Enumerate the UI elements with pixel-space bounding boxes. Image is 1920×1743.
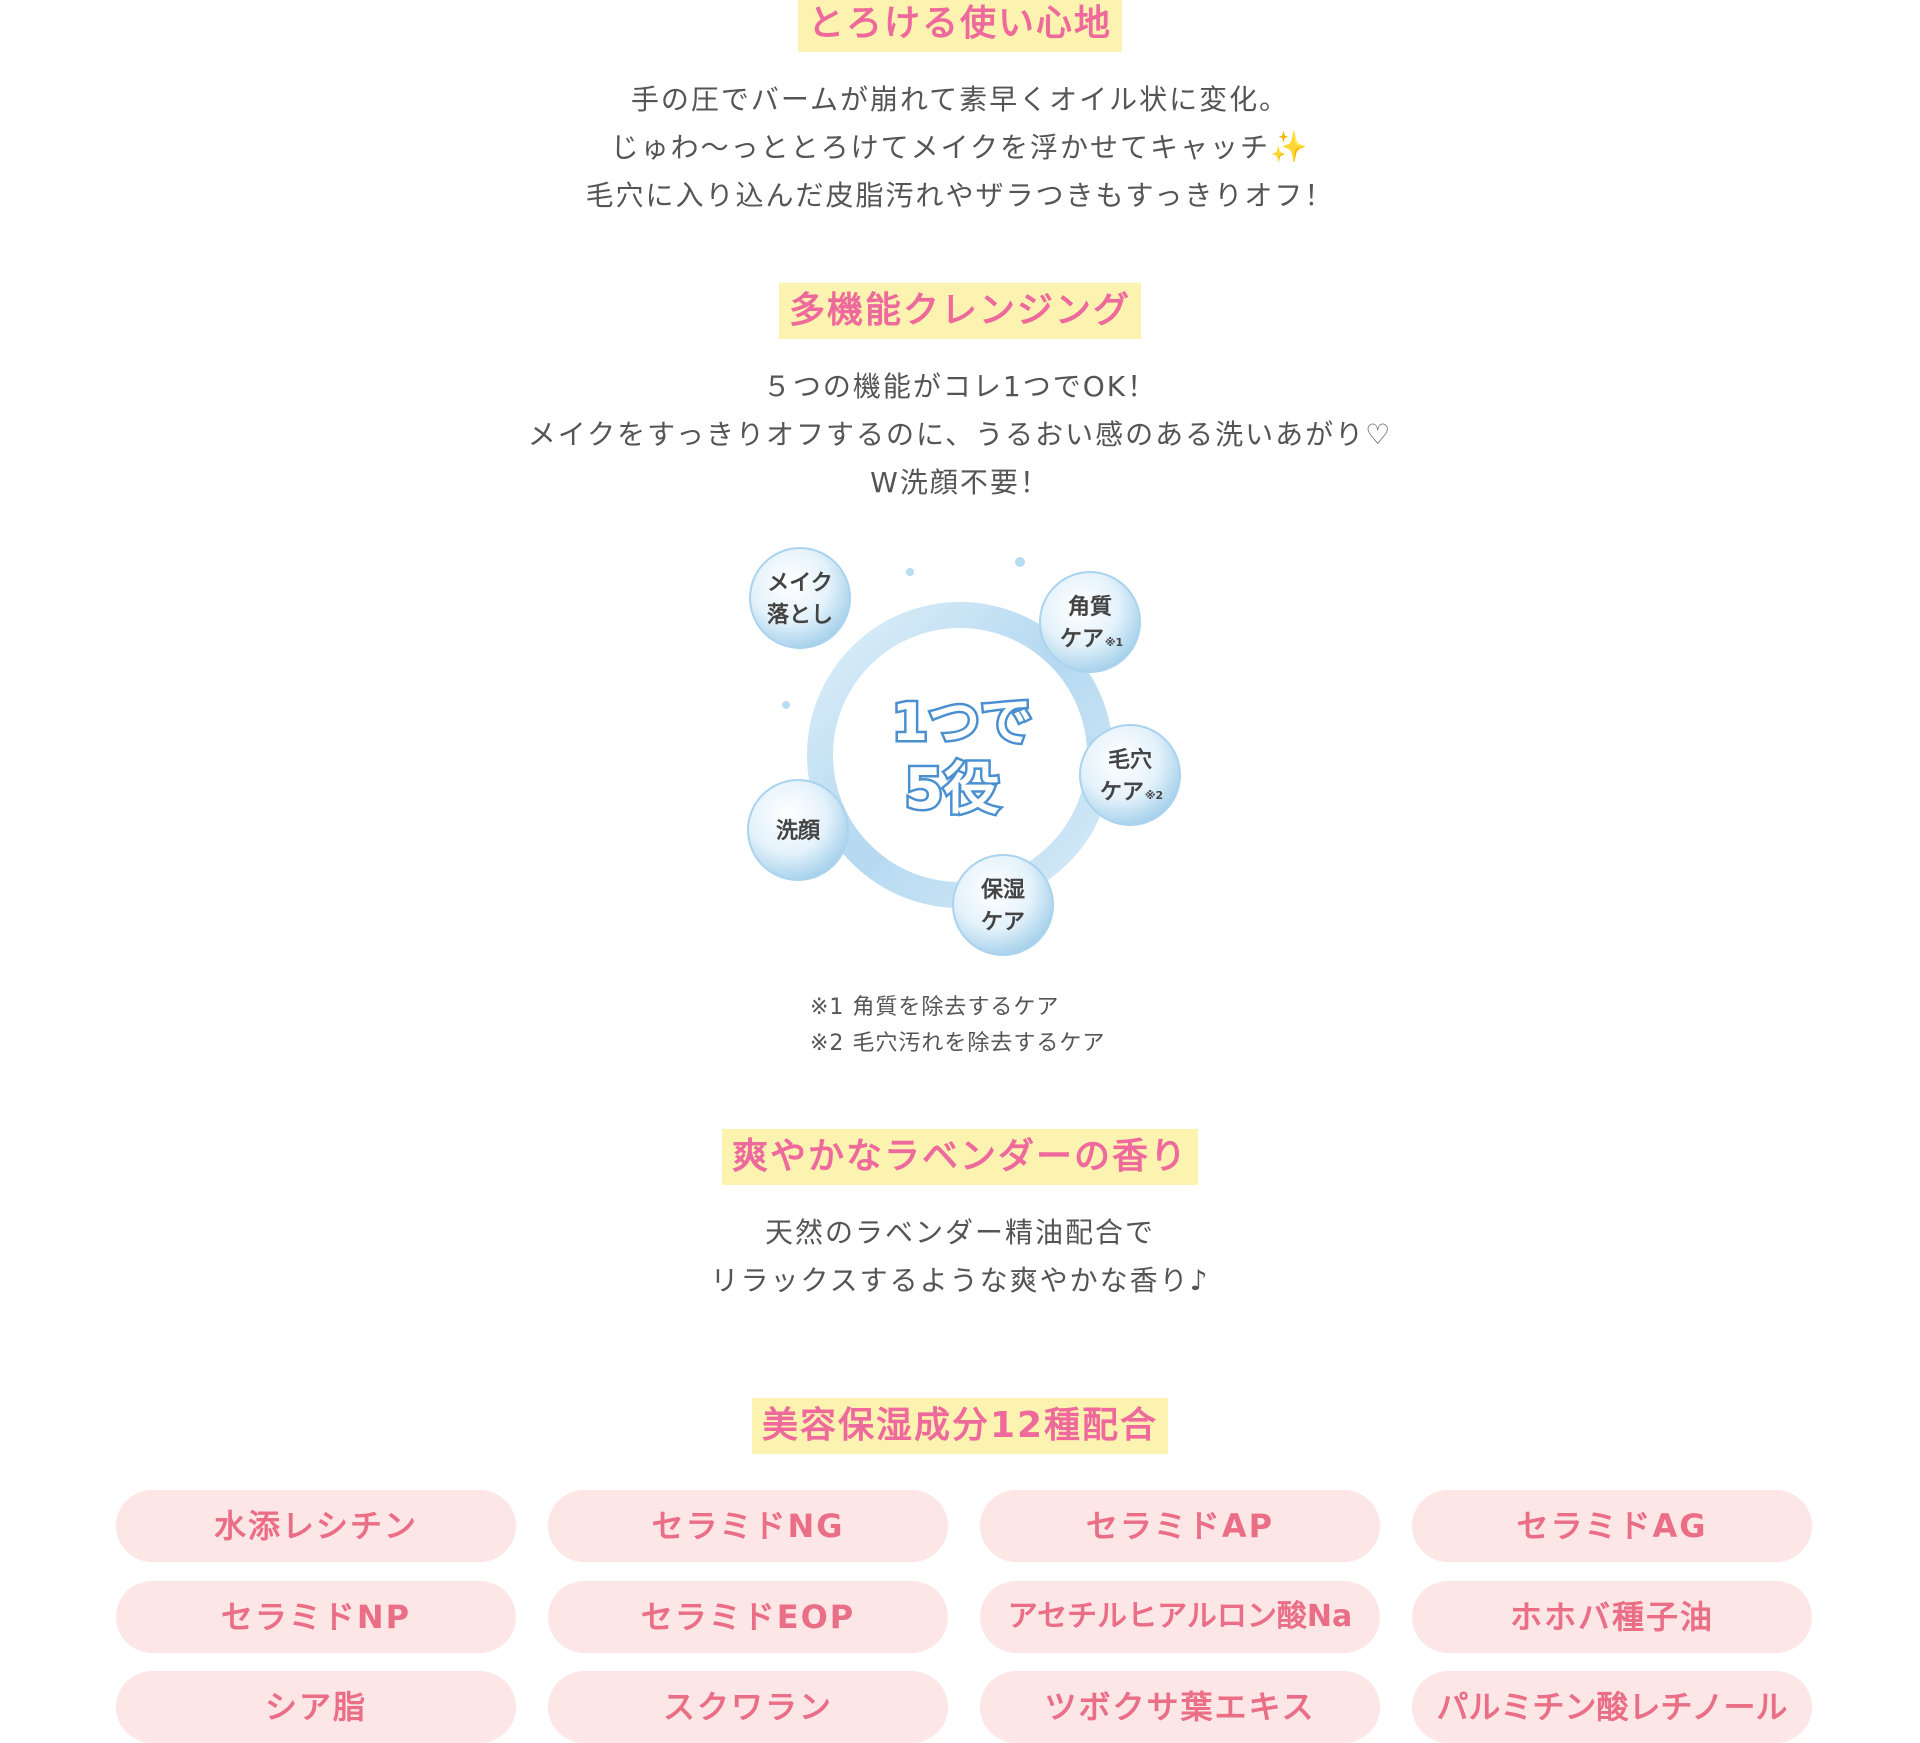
bubble-moisture-care: 保湿 ケア xyxy=(952,854,1054,956)
bubble-label: メイク xyxy=(767,571,833,596)
bubble-icon xyxy=(952,854,1054,956)
fragrance-line-2: リラックスするような爽やかな香り♪ xyxy=(710,1264,1210,1297)
fragrance-line-1: 天然のラベンダー精油配合で xyxy=(764,1216,1155,1249)
bubble-label: ケア xyxy=(981,910,1025,935)
water-drop xyxy=(1015,557,1025,567)
heading-multifunction: 多機能クレンジング xyxy=(778,283,1141,339)
bubble-label: 保湿 xyxy=(980,878,1025,903)
bubble-icon xyxy=(749,547,851,649)
ingredient-pill: パルミチン酸レチノール xyxy=(1412,1671,1812,1743)
bubble-label: 毛穴 xyxy=(1108,747,1152,773)
texture-line-3: 毛穴に入り込んだ皮脂汚れやザラつきもすっきりオフ！ xyxy=(585,179,1335,212)
bubble-label: ケア xyxy=(1060,627,1104,652)
bubble-label: 洗顔 xyxy=(776,818,821,844)
bubble-icon xyxy=(1079,724,1181,826)
heading-texture: とろける使い心地 xyxy=(797,0,1122,52)
texture-line-2-wrap: じゅわ〜っととろけてメイクを浮かせてキャッチ✨ xyxy=(0,124,1920,172)
bubble-label: 角質 xyxy=(1068,594,1112,620)
bubble-keratin-care: 角質 ケア ※1 xyxy=(1039,571,1141,673)
footnote-1: ※1 角質を除去するケア xyxy=(810,995,1060,1020)
ingredient-pill: セラミドAP xyxy=(980,1490,1380,1562)
five-functions-diagram: 1つで 5役 メイク 落とし 角質 ケア ※1 毛穴 ケア ※2 保湿 ケア 洗… xyxy=(747,547,1181,956)
ingredient-pill: セラミドNP xyxy=(116,1581,516,1653)
ingredient-pill: セラミドEOP xyxy=(548,1581,948,1653)
section-multifunction: 多機能クレンジング ５つの機能がコレ1つでOK！ メイクをすっきりオフするのに、… xyxy=(0,283,1920,507)
footnote-2: ※2 毛穴汚れを除去するケア xyxy=(810,1031,1106,1056)
ingredient-pill: セラミドNG xyxy=(548,1490,948,1562)
center-text-line-1: 1つで xyxy=(892,693,1032,753)
texture-line-2: じゅわ〜っととろけてメイクを浮かせてキャッチ xyxy=(610,131,1271,164)
footnotes: ※1 角質を除去するケア ※2 毛穴汚れを除去するケア xyxy=(810,990,1105,1062)
multifunction-description: ５つの機能がコレ1つでOK！ メイクをすっきりオフするのに、うるおい感のある洗い… xyxy=(0,363,1920,507)
water-ring-inner xyxy=(834,629,1086,881)
heading-fragrance: 爽やかなラベンダーの香り xyxy=(721,1129,1198,1185)
bubble-makeup-removal: メイク 落とし xyxy=(749,547,851,649)
section-texture: とろける使い心地 手の圧でバームが崩れて素早くオイル状に変化。 じゅわ〜っととろ… xyxy=(0,0,1920,220)
bubble-note: ※2 xyxy=(1145,789,1163,802)
bubble-icon xyxy=(1039,571,1141,673)
ingredient-pill: ホホバ種子油 xyxy=(1412,1581,1812,1653)
ingredient-pill: シア脂 xyxy=(116,1671,516,1743)
ingredient-pill: 水添レシチン xyxy=(116,1490,516,1562)
ingredient-pill: セラミドAG xyxy=(1412,1490,1812,1562)
bubble-icon xyxy=(747,779,849,881)
bubble-face-wash: 洗顔 xyxy=(747,779,849,881)
fragrance-description: 天然のラベンダー精油配合で リラックスするような爽やかな香り♪ xyxy=(0,1209,1920,1305)
section-ingredients: 美容保湿成分12種配合 xyxy=(0,1398,1920,1454)
ingredient-pill: アセチルヒアルロン酸Na xyxy=(980,1581,1380,1653)
ingredient-pill: ツボクサ葉エキス xyxy=(980,1671,1380,1743)
bubble-label: ケア xyxy=(1100,780,1144,805)
ingredient-pill: スクワラン xyxy=(548,1671,948,1743)
multifunction-line-1: ５つの機能がコレ1つでOK！ xyxy=(762,370,1158,403)
water-drop xyxy=(906,568,914,576)
multifunction-line-2: メイクをすっきりオフするのに、うるおい感のある洗いあがり♡ xyxy=(527,418,1393,451)
multifunction-line-3: W洗顔不要！ xyxy=(870,466,1050,499)
bubble-note: ※1 xyxy=(1105,636,1123,649)
texture-description: 手の圧でバームが崩れて素早くオイル状に変化。 じゅわ〜っととろけてメイクを浮かせ… xyxy=(0,76,1920,220)
section-fragrance: 爽やかなラベンダーの香り 天然のラベンダー精油配合で リラックスするような爽やか… xyxy=(0,1129,1920,1305)
texture-line-1: 手の圧でバームが崩れて素早くオイル状に変化。 xyxy=(630,83,1290,116)
water-drop xyxy=(782,701,790,709)
bubble-label: 落とし xyxy=(767,603,833,628)
heading-ingredients: 美容保湿成分12種配合 xyxy=(751,1398,1169,1454)
sparkle-icon: ✨ xyxy=(1270,130,1310,165)
bubble-pore-care: 毛穴 ケア ※2 xyxy=(1079,724,1181,826)
center-text-line-2: 5役 xyxy=(905,757,1000,822)
